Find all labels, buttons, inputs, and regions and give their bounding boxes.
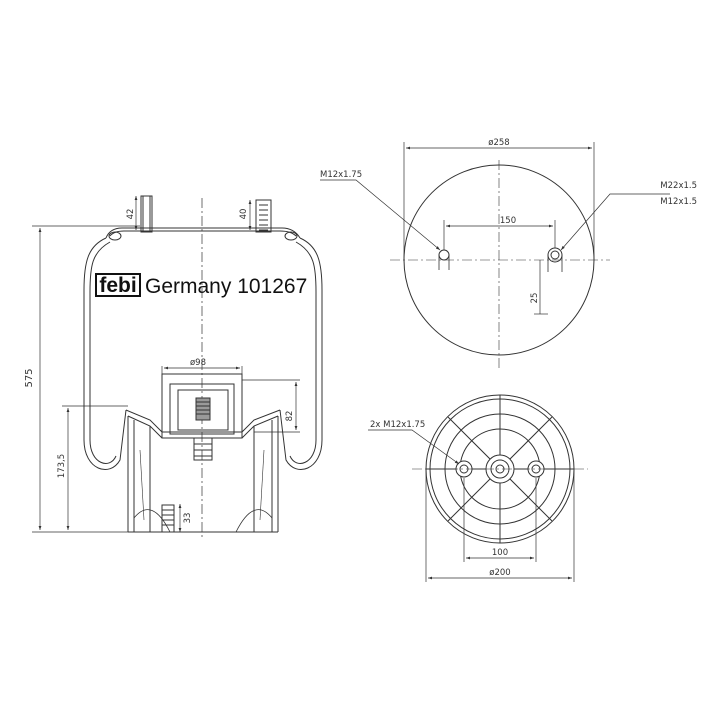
left-pin	[140, 195, 153, 233]
dim-98-label: ø98	[190, 358, 206, 368]
dim-40-label: 40	[239, 209, 249, 220]
bellows-outer	[83, 237, 127, 470]
top-label-right-thread-2: M12x1.5	[660, 197, 697, 207]
bottom-label-threads: 2x M12x1.75	[370, 420, 425, 430]
bottom-view	[368, 394, 588, 582]
dim-82	[242, 379, 300, 433]
base-cylinder	[127, 416, 279, 533]
side-view	[32, 195, 323, 540]
bottom-dim-100-label: 100	[492, 548, 508, 558]
dim-575-label: 575	[24, 368, 35, 387]
top-view	[320, 142, 670, 368]
top-plate	[105, 227, 301, 241]
bottom-dim-200-label: ø200	[489, 568, 510, 578]
top-dim-258-label: ø258	[488, 138, 509, 148]
right-pin	[255, 199, 272, 233]
dim-82-label: 82	[285, 411, 295, 422]
top-label-left-thread: M12x1.75	[320, 170, 362, 180]
dim-173-5-label: 173,5	[57, 454, 67, 478]
top-dim-25-label: 25	[530, 293, 540, 304]
top-dim-150-label: 150	[500, 216, 516, 226]
brand-line: Germany 101267	[145, 275, 307, 298]
piston	[125, 373, 281, 461]
top-label-right-thread-1: M22x1.5	[660, 181, 697, 191]
dim-33-label: 33	[183, 513, 193, 524]
dim-575	[32, 225, 140, 533]
brand-logo-text: febi	[99, 274, 136, 297]
dim-42-label: 42	[126, 209, 136, 220]
dim-98	[161, 366, 243, 374]
dim-pins	[134, 196, 252, 230]
dim-173-5	[62, 405, 128, 530]
brand-logo: febi	[95, 273, 141, 297]
